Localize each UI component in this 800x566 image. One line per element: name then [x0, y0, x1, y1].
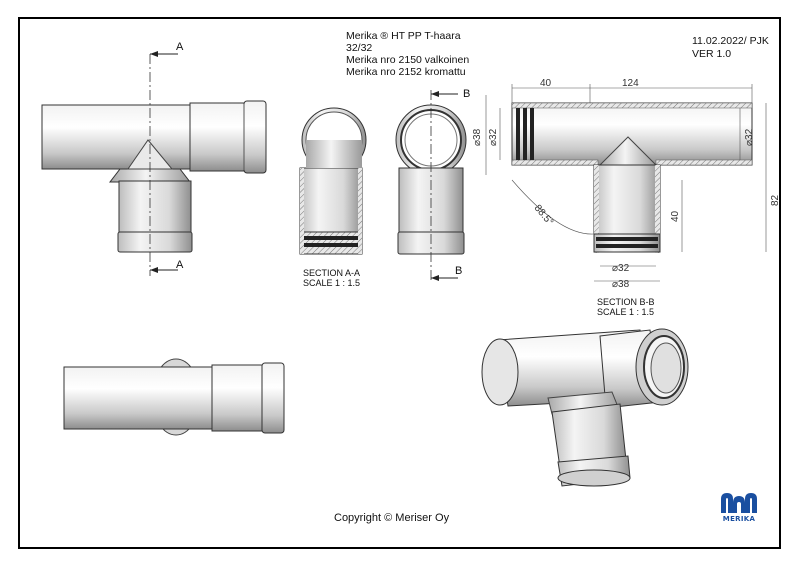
dim-angle: 88.5° [532, 203, 556, 228]
section-b-b-view [511, 102, 753, 253]
section-b-b-label: SECTION B-B SCALE 1 : 1.5 [597, 297, 655, 317]
dim-length-124: 124 [622, 78, 639, 89]
dim-dia-32-bottom: ⌀32 [612, 263, 630, 274]
section-b-b-title: SECTION B-B [597, 297, 655, 307]
section-a-a-label: SECTION A-A SCALE 1 : 1.5 [303, 268, 360, 288]
cut-marker-b-top: B [463, 88, 470, 100]
revision-block: 11.02.2022/ PJK VER 1.0 [692, 35, 769, 61]
section-a-a-scale: SCALE 1 : 1.5 [303, 278, 361, 288]
drawing-frame [18, 17, 781, 549]
section-b-b-scale: SCALE 1 : 1.5 [597, 307, 655, 317]
product-name: Merika ® HT PP T-haara [346, 30, 461, 42]
section-a-a-title: SECTION A-A [303, 268, 361, 278]
copyright-text: Copyright © Meriser Oy [334, 512, 450, 524]
product-code-white: Merika nro 2150 valkoinen [346, 54, 470, 66]
product-size: 32/32 [346, 42, 373, 54]
bottom-view [63, 358, 285, 436]
cut-marker-a-bottom: A [176, 259, 184, 271]
revision-version: VER 1.0 [692, 48, 732, 60]
title-block: Merika ® HT PP T-haara 32/32 Merika nro … [346, 30, 469, 78]
isometric-view [481, 328, 689, 487]
dim-branch-40: 40 [670, 210, 681, 222]
cut-marker-a-top: A [176, 41, 184, 53]
product-code-chrome: Merika nro 2152 kromattu [346, 66, 466, 78]
revision-date: 11.02.2022/ PJK [692, 35, 769, 47]
dim-dia-32-right: ⌀32 [744, 128, 755, 146]
dim-height-82: 82 [770, 194, 781, 206]
dim-length-40: 40 [540, 78, 552, 89]
dim-dia-32-left: ⌀32 [488, 128, 499, 146]
front-view [41, 51, 267, 276]
logo-text: MERIKA [722, 515, 756, 523]
section-a-a-view [299, 107, 367, 255]
dim-dia-38-bottom: ⌀38 [612, 279, 630, 290]
dimension-lines [485, 84, 767, 282]
merika-logo-mark [721, 493, 757, 513]
dim-dia-38-left: ⌀38 [472, 128, 483, 146]
side-view [395, 90, 467, 282]
merika-logo: MERIKA [716, 493, 762, 527]
cut-marker-b-bottom: B [455, 265, 462, 277]
